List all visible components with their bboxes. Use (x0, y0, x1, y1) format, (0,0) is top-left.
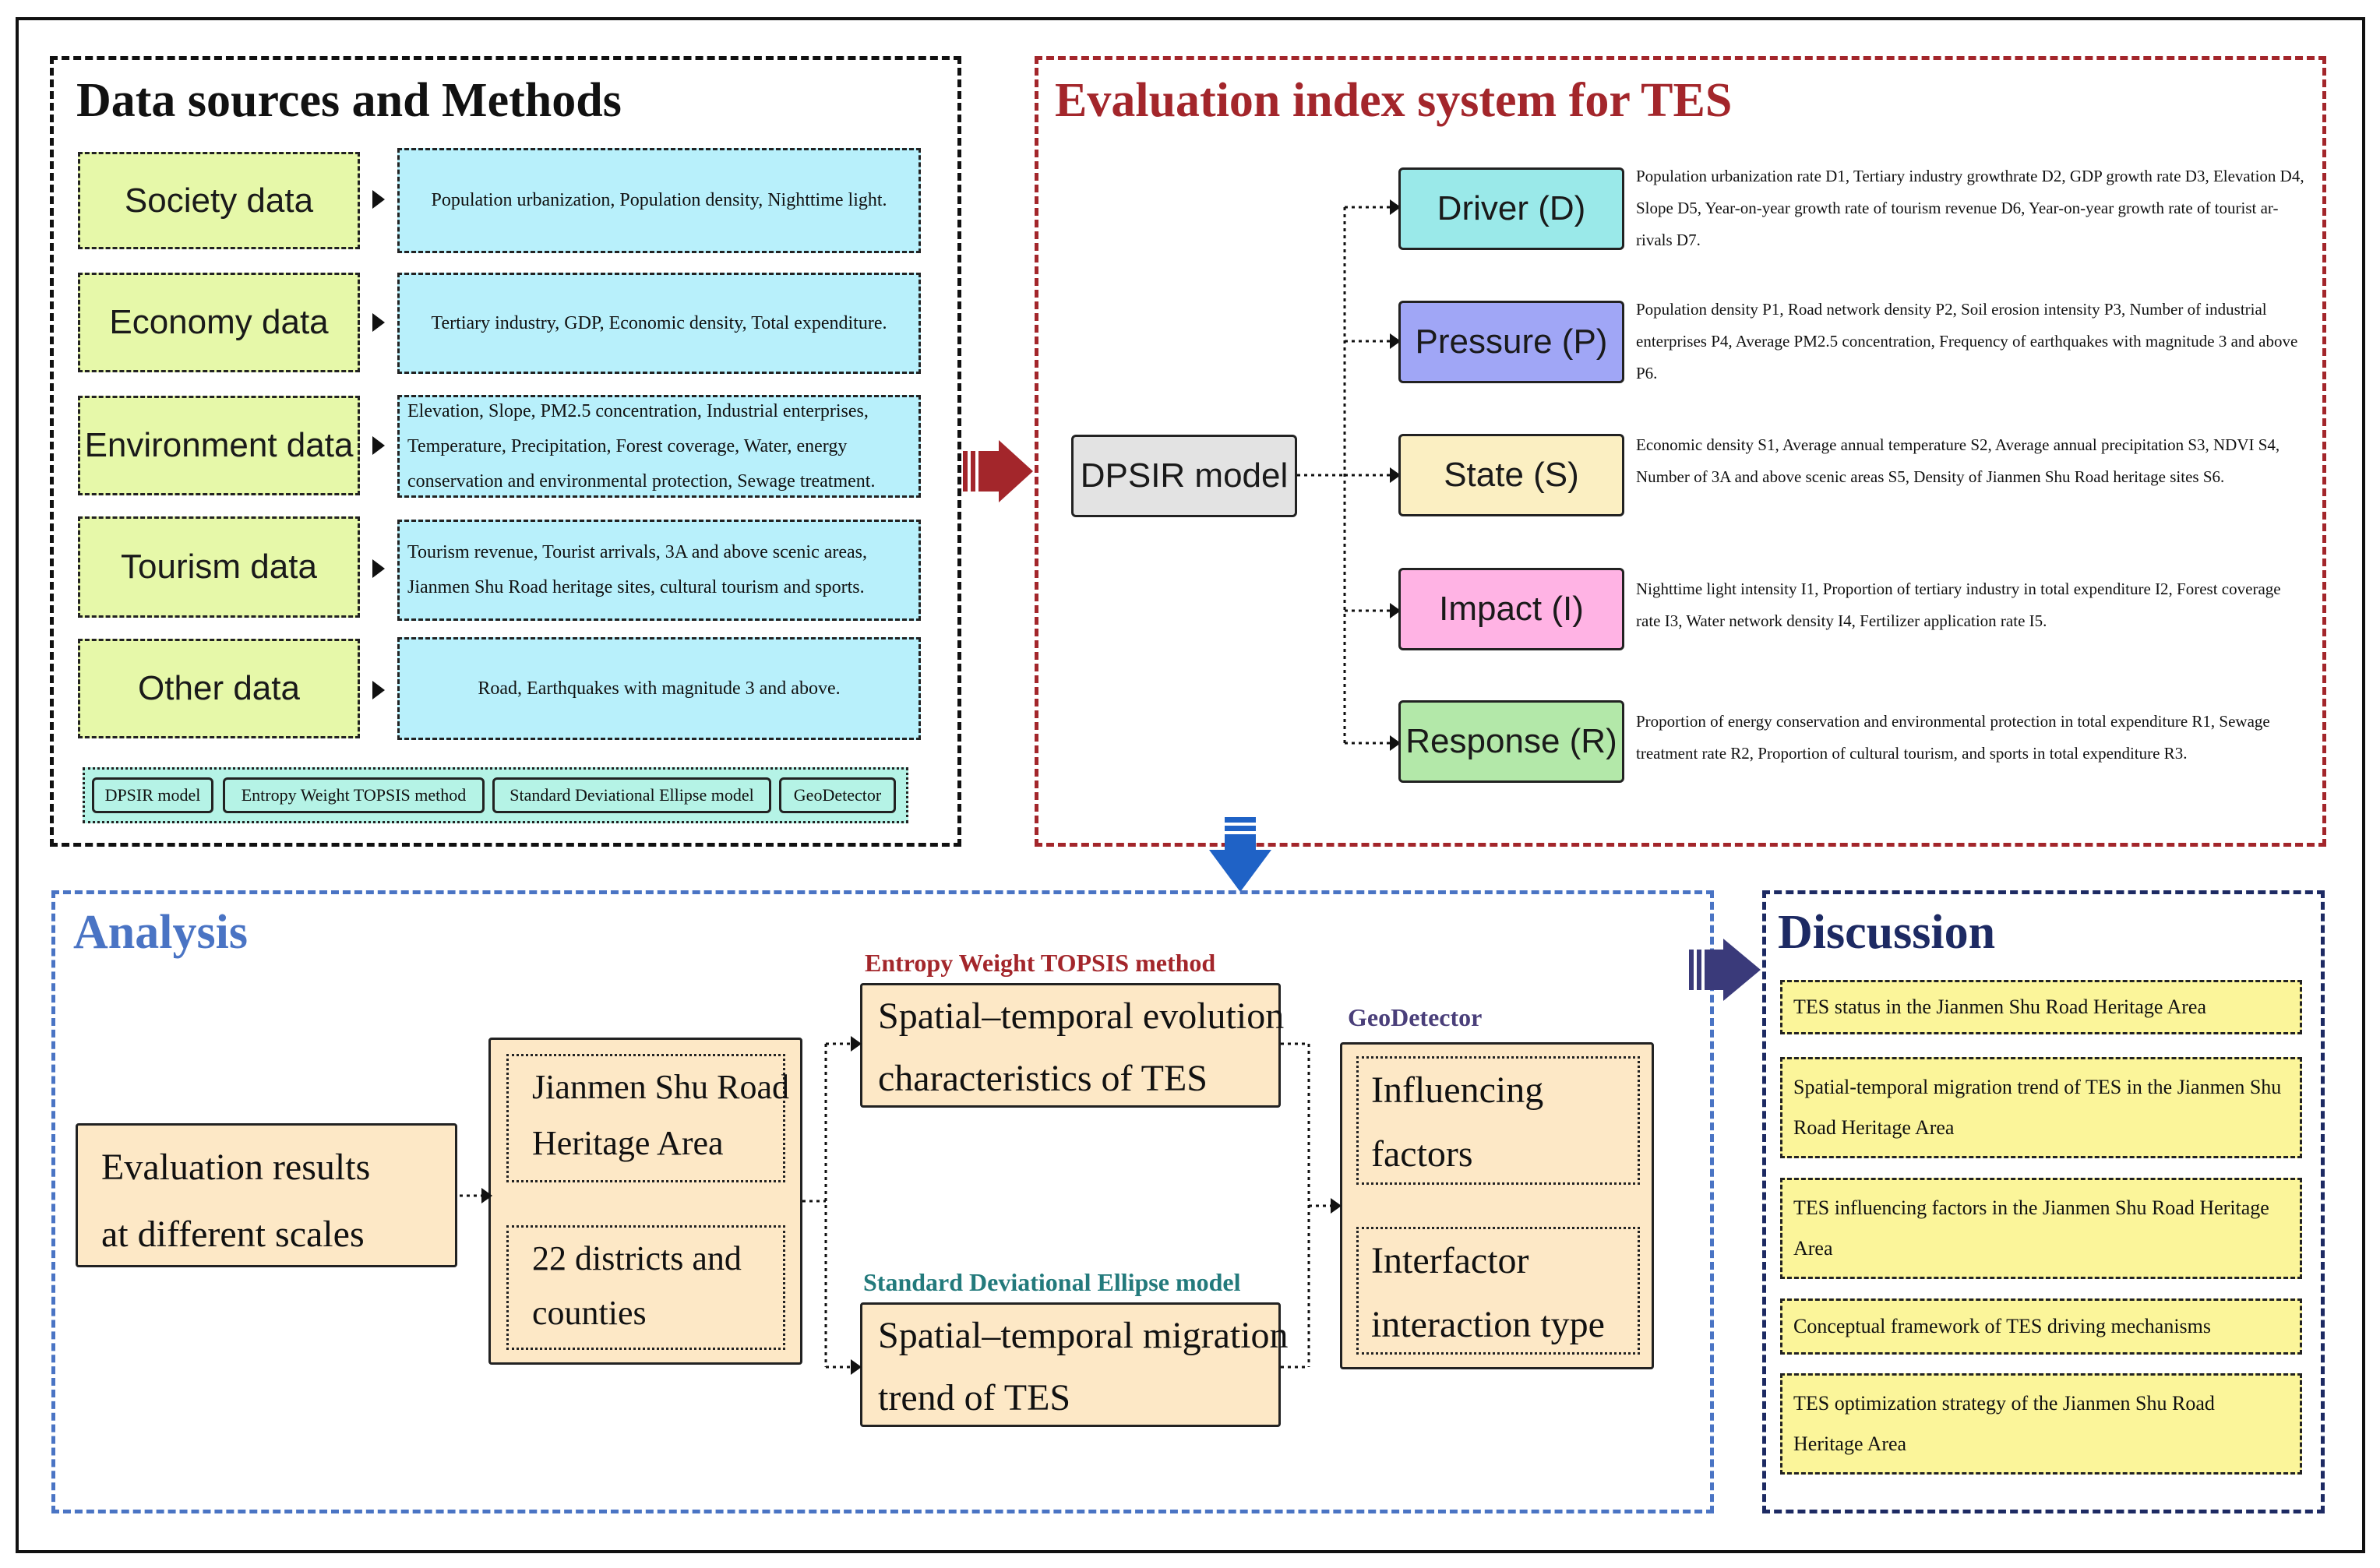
down-arrow-icon (1209, 817, 1271, 892)
dpsir-model-box: DPSIR model (1071, 435, 1297, 517)
scale-heritage-line1: Jianmen Shu Road (532, 1068, 789, 1106)
evaluation-results-line2: at different scales (101, 1214, 365, 1255)
factors-line1: Influencing (1371, 1069, 1544, 1111)
pressure-indices: Population density P1, Road network dens… (1636, 300, 2298, 382)
interaction-line2: interaction type (1371, 1304, 1605, 1345)
geodetector-box: Influencing factors Interfactor interact… (1340, 1042, 1654, 1369)
impact-box: Impact (I) (1398, 568, 1624, 650)
arrow-right-icon (372, 313, 385, 332)
evaluation-panel (1035, 56, 2326, 847)
dpsir-connector (1297, 199, 1401, 751)
evaluation-title: Evaluation index system for TES (1055, 74, 1733, 127)
category-other: Other data (78, 639, 360, 738)
category-environment: Environment data (78, 396, 360, 495)
influencing-factors: Influencing factors (1356, 1056, 1640, 1185)
arrow-right-icon (372, 559, 385, 578)
evaluation-results-box: Evaluation results at different scales (76, 1123, 457, 1267)
evaluation-results-line1: Evaluation results (101, 1147, 371, 1188)
method-entropy-topsis: Entropy Weight TOPSIS method (223, 777, 485, 813)
category-economy: Economy data (78, 273, 360, 372)
analysis-title: Analysis (73, 906, 248, 959)
method-geodetector: GeoDetector (779, 777, 896, 813)
analysis-panel (51, 890, 1714, 1513)
response-indices: Proportion of energy conservation and en… (1636, 712, 2270, 763)
flow-arrow-icon (963, 440, 1033, 502)
state-indices: Economic density S1, Average annual temp… (1636, 435, 2280, 486)
details-other: Road, Earthquakes with magnitude 3 and a… (397, 637, 921, 740)
method-dpsir: DPSIR model (92, 777, 213, 813)
data-sources-title: Data sources and Methods (76, 74, 622, 127)
geodetector-label: GeoDetector (1348, 1003, 1483, 1031)
discussion-panel (1762, 890, 2325, 1513)
response-box: Response (R) (1398, 700, 1624, 783)
details-society: Population urbanization, Population dens… (397, 148, 921, 253)
discussion-item: Spatial-temporal migration trend of TES … (1780, 1057, 2302, 1158)
interaction-type: Interfactor interaction type (1356, 1227, 1640, 1355)
sde-label: Standard Deviational Ellipse model (863, 1268, 1241, 1296)
method-sde: Standard Deviational Ellipse model (492, 777, 771, 813)
state-box: State (S) (1398, 434, 1624, 516)
discussion-title: Discussion (1778, 906, 1996, 959)
arrow-right-icon (372, 681, 385, 699)
details-economy: Tertiary industry, GDP, Economic density… (397, 273, 921, 374)
data-sources-panel (50, 56, 961, 847)
details-tourism: Tourism revenue, Tourist arrivals, 3A an… (397, 520, 921, 621)
pressure-box: Pressure (P) (1398, 301, 1624, 383)
analysis-connectors (460, 1036, 1342, 1375)
scale-heritage-line2: Heritage Area (532, 1124, 724, 1162)
entropy-topsis-label: Entropy Weight TOPSIS method (865, 949, 1216, 977)
migration-box: Spatial–temporal migration trend of TES (860, 1302, 1289, 1427)
interaction-line1: Interfactor (1371, 1240, 1529, 1281)
evolution-line1: Spatial–temporal evolution (878, 995, 1285, 1037)
driver-indices: Population urbanization rate D1, Tertiar… (1636, 167, 2304, 249)
evolution-box: Spatial–temporal evolution characteristi… (860, 983, 1285, 1108)
evolution-line2: characteristics of TES (878, 1058, 1208, 1099)
discussion-item: TES influencing factors in the Jianmen S… (1780, 1178, 2302, 1279)
outer-frame (16, 17, 2365, 1553)
category-society: Society data (78, 152, 360, 249)
discussion-item: TES status in the Jianmen Shu Road Herit… (1780, 980, 2302, 1034)
migration-line2: trend of TES (878, 1377, 1071, 1418)
impact-indices: Nighttime light intensity I1, Proportion… (1636, 580, 2281, 630)
arrow-right-icon (372, 190, 385, 209)
scale-heritage-area: Jianmen Shu Road Heritage Area (506, 1054, 789, 1182)
flow-arrow-icon (1689, 939, 1761, 1001)
driver-box: Driver (D) (1398, 167, 1624, 250)
scales-box: Jianmen Shu Road Heritage Area 22 distri… (488, 1038, 802, 1365)
category-tourism: Tourism data (78, 516, 360, 618)
factors-line2: factors (1371, 1133, 1473, 1175)
discussion-item: Conceptual framework of TES driving mech… (1780, 1298, 2302, 1355)
migration-line1: Spatial–temporal migration (878, 1315, 1289, 1356)
scale-districts-line1: 22 districts and (532, 1239, 742, 1277)
discussion-item: TES optimization strategy of the Jianmen… (1780, 1373, 2302, 1475)
scale-districts: 22 districts and counties (506, 1225, 785, 1350)
details-environment: Elevation, Slope, PM2.5 concentration, I… (397, 395, 921, 498)
scale-districts-line2: counties (532, 1294, 647, 1332)
arrow-right-icon (372, 436, 385, 455)
